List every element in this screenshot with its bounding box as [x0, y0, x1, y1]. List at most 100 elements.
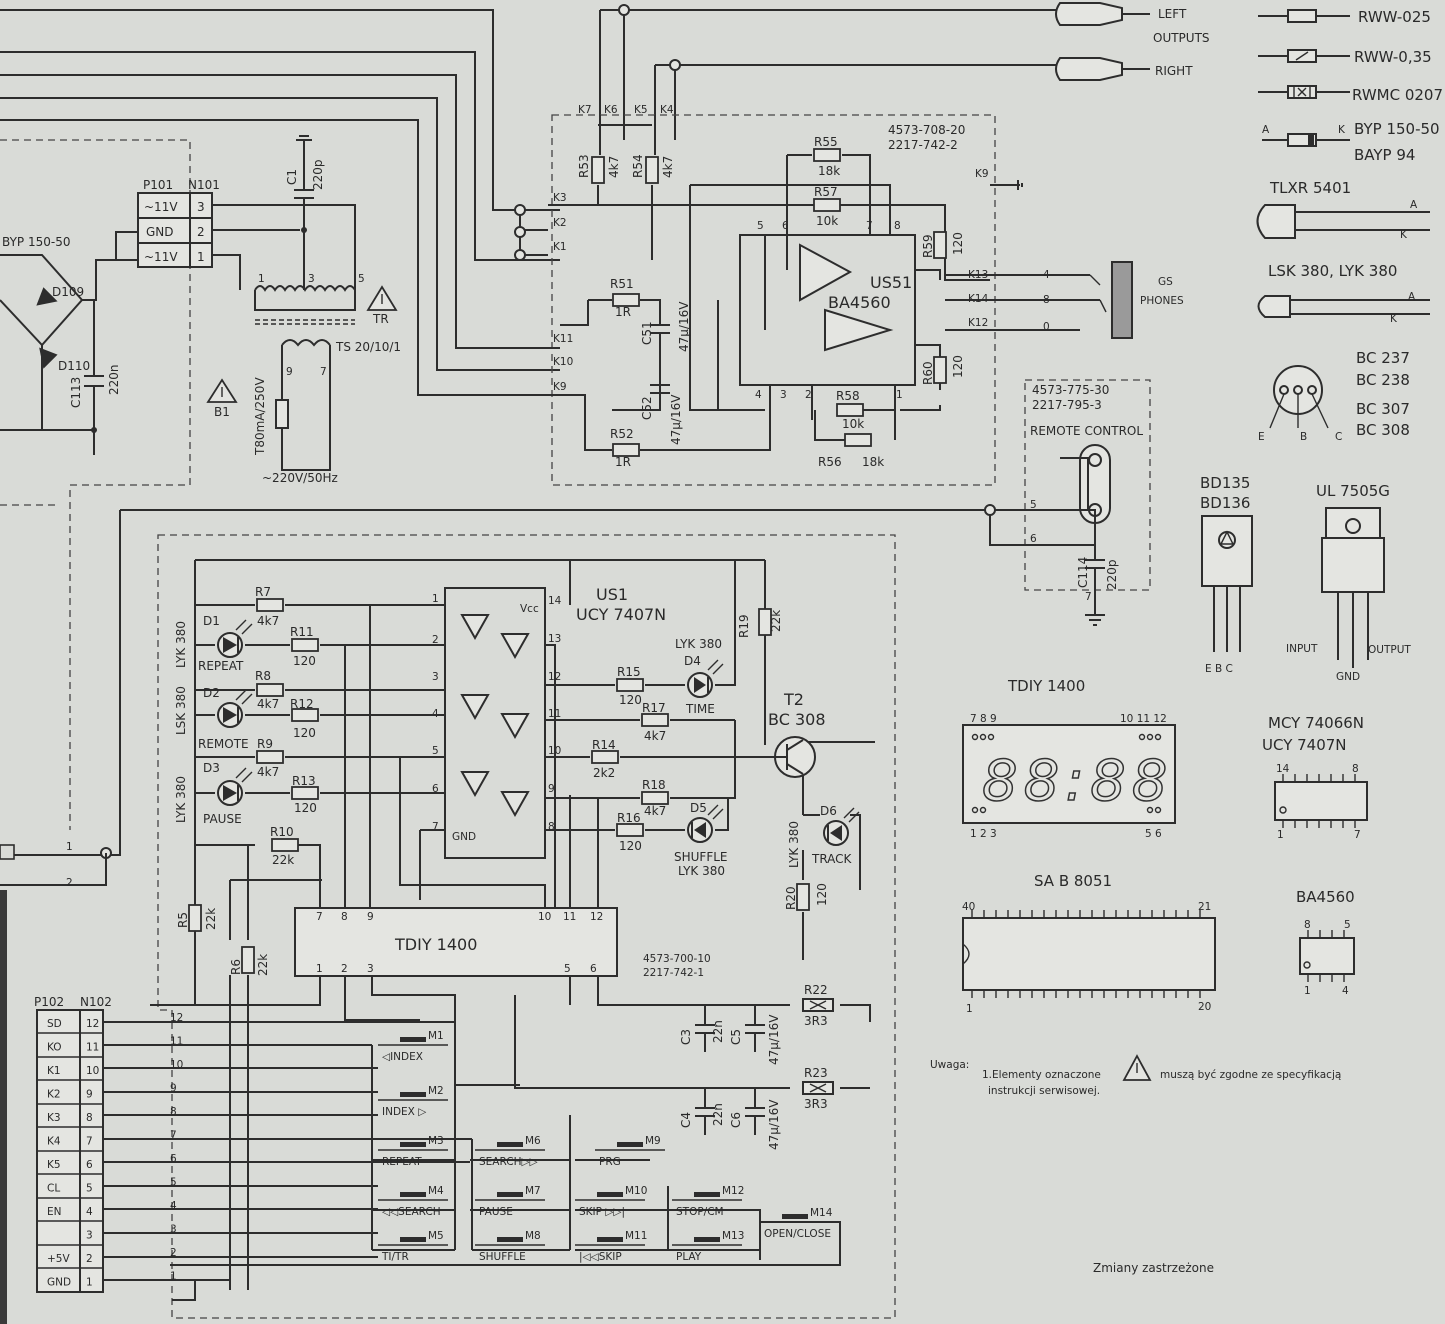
bus-line-pin: 5 [170, 1177, 177, 1189]
d5-type: LYK 380 [678, 864, 725, 878]
fuse [275, 399, 289, 429]
r57-label: R57 [814, 185, 838, 199]
left-label: LEFT [1158, 7, 1187, 21]
tdiy-display-title: TDIY 1400 [1007, 677, 1085, 695]
page-edge [0, 890, 7, 1324]
r22-label: R22 [804, 983, 828, 997]
tdiy-display-digits: 88:88 [982, 749, 1173, 814]
ul-output: OUTPUT [1368, 644, 1411, 656]
note-line1b: muszą być zgodne ze specyfikacją [1160, 1069, 1341, 1081]
r52-label: R52 [610, 427, 634, 441]
k1-label: K1 [553, 241, 567, 253]
pin-1: 1 [896, 389, 903, 401]
d2-ref: D2 [203, 686, 220, 700]
tdiy-top-pins-left: 7 8 9 [970, 713, 997, 725]
button-m11[interactable]: M11|◁◁SKIP [575, 1230, 647, 1263]
mcy-pin-bl: 1 [1277, 829, 1284, 841]
tdiy-pin-12: 12 [590, 911, 603, 923]
us1-pin-1: 1 [432, 593, 439, 605]
c1-label: C1 [285, 169, 299, 185]
k9-label: K9 [553, 381, 567, 393]
r16-value: 120 [619, 839, 642, 853]
p102-row-pin: 4 [86, 1206, 93, 1218]
button-ref: M6 [525, 1135, 541, 1147]
r7-value: 4k7 [257, 614, 279, 628]
diode-legend [1262, 133, 1350, 147]
button-plunger [497, 1142, 523, 1147]
led-d3 [217, 767, 253, 806]
rww035-label: RWW-0,35 [1354, 48, 1432, 66]
button-plunger [694, 1237, 720, 1242]
ba4560-label: BA4560 [828, 293, 891, 312]
c114-capacitor [1085, 545, 1105, 626]
lsk-a: A [1408, 291, 1416, 303]
button-m1[interactable]: M1◁INDEX [378, 1030, 448, 1063]
d1-name: REPEAT [198, 659, 244, 673]
outputs-label: OUTPUTS [1153, 31, 1210, 45]
c52-value: 47µ/16V [669, 394, 683, 445]
button-ref: M10 [625, 1185, 647, 1197]
r58-label: R58 [836, 389, 860, 403]
button-label: SKIP ▷▷| [579, 1206, 625, 1218]
r16-label: R16 [617, 811, 641, 825]
r54-value: 4k7 [661, 156, 675, 178]
tr-pin-1: 1 [258, 273, 265, 285]
c51-capacitor [650, 324, 670, 345]
diode-anode: A [1262, 124, 1270, 136]
r23-label: R23 [804, 1066, 828, 1080]
p102-connector [36, 1009, 104, 1293]
r14-value: 2k2 [593, 766, 615, 780]
tr-label: TR [372, 312, 389, 326]
p102-row-name: EN [47, 1206, 62, 1218]
bus-line-pin: 8 [170, 1106, 177, 1118]
button-plunger [694, 1192, 720, 1197]
r57-value: 10k [816, 214, 838, 228]
button-label: REPEAT [382, 1156, 422, 1168]
d4-ref: D4 [684, 654, 701, 668]
resistor-legend [1258, 9, 1350, 99]
d109-label: D109 [52, 285, 84, 299]
ba-pin-bl: 1 [1304, 985, 1311, 997]
button-label: ◁◁SEARCH [381, 1206, 441, 1218]
button-ref: M9 [645, 1135, 661, 1147]
pin-2: 2 [805, 389, 812, 401]
button-ref: M13 [722, 1230, 744, 1242]
tr-pin-7: 7 [320, 366, 327, 378]
button-plunger [497, 1237, 523, 1242]
r59-label: R59 [921, 234, 935, 258]
button-label: SHUFFLE [479, 1251, 526, 1263]
button-label: PLAY [676, 1251, 702, 1263]
fuse-label: B1 [214, 405, 230, 419]
r51-label: R51 [610, 277, 634, 291]
remote-pin-7: 7 [1085, 591, 1092, 603]
bus-line-pin: 9 [170, 1083, 177, 1095]
button-plunger [400, 1237, 426, 1242]
p102-row-pin: 9 [86, 1089, 93, 1101]
r10-value: 22k [272, 853, 294, 867]
ba-dip-icon [1299, 930, 1355, 982]
bus-line-pin: 7 [170, 1130, 177, 1142]
r22-resistor [802, 998, 834, 1012]
r12-label: R12 [290, 697, 314, 711]
button-m4[interactable]: M4◁◁SEARCH [378, 1185, 448, 1218]
r9-label: R9 [257, 737, 273, 751]
r5-value: 22k [204, 908, 218, 930]
mcy-pin-tl: 14 [1276, 763, 1290, 775]
led-d1 [217, 619, 253, 658]
k7-label: K7 [578, 104, 592, 116]
footer-text: Zmiany zastrzeżone [1093, 1261, 1214, 1275]
r13-label: R13 [292, 774, 316, 788]
amp-board: 4573-708-20 [888, 123, 965, 137]
